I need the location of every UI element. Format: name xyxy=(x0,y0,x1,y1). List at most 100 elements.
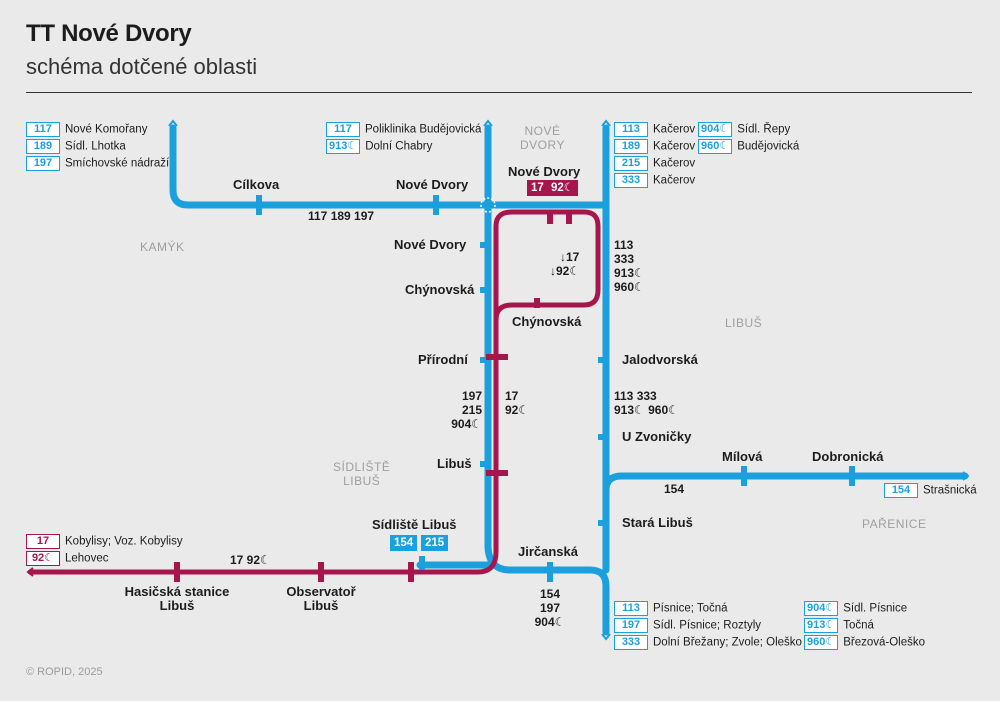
stop-label-u-zvonicky: U Zvoničky xyxy=(622,429,692,444)
destination-row: 197 Smíchovské nádraží xyxy=(26,156,169,171)
bus-line-west xyxy=(169,124,492,209)
line-badge-215: 215 xyxy=(421,535,449,551)
line-number-badge: 117 xyxy=(326,122,360,137)
line-number-badge: 215 xyxy=(614,156,648,171)
lines-east-upper: 113 333 913☾ 960☾ xyxy=(614,238,645,294)
arrow-north-west xyxy=(168,119,178,127)
stop-label-libus: Libuš xyxy=(437,456,472,471)
stop-tick-nove-dvory-tram-b xyxy=(566,212,572,224)
area-libus: LIBUŠ xyxy=(725,316,763,330)
destination-row: 960☾ Březová-Oleško xyxy=(804,635,925,650)
destination-row: 117 Poliklinika Budějovická xyxy=(326,122,481,137)
stop-tick-prirodni-bus xyxy=(480,357,488,363)
stop-tick-stara-libus xyxy=(598,520,606,526)
line-number-badge: 960☾ xyxy=(804,635,839,650)
line-number-badge: 904☾ xyxy=(698,122,733,137)
stop-label-observator: Observatoř Libuš xyxy=(286,584,356,613)
destination-text: Kačerov xyxy=(653,140,696,153)
stop-label-nove-dvory-tram: Nové Dvory xyxy=(508,164,581,179)
stop-label-jircanska: Jirčanská xyxy=(518,544,578,559)
destination-text: Sídl. Řepy xyxy=(737,123,791,136)
line-number-badge: 960☾ xyxy=(698,139,733,154)
lines-east-branch: 154 xyxy=(664,482,685,496)
line-number-badge: 904☾ xyxy=(804,601,839,616)
arrow-west-tram xyxy=(26,567,34,577)
destination-text: Dolní Břežany; Zvole; Oleško xyxy=(653,636,802,649)
lines-top-west: 117 189 197 xyxy=(308,209,375,223)
arrow-south-east xyxy=(601,633,611,641)
stop-label-chynovska-bus: Chýnovská xyxy=(405,282,475,297)
line-badge-17: 17 xyxy=(527,180,548,196)
header-divider xyxy=(26,92,972,93)
destination-text: Sídl. Písnice xyxy=(843,602,908,615)
line-number-badge: 197 xyxy=(26,156,60,171)
lines-mid-tram: 17 92☾ xyxy=(505,389,530,417)
tram-line-main xyxy=(27,209,601,575)
stop-tick-milova xyxy=(741,466,747,486)
area-pabenice: PAŘENICE xyxy=(862,517,927,531)
lines-bottom-south: 154 197 904☾ xyxy=(534,587,566,629)
stop-tick-prirodni-tram xyxy=(486,354,508,360)
line-number-badge: 333 xyxy=(614,173,648,188)
stop-tick-libus-bus xyxy=(480,461,488,467)
junction-marker xyxy=(480,197,496,213)
destination-text: Kobylisy; Voz. Kobylisy xyxy=(65,535,183,548)
stop-label-stara-libus: Stará Libuš xyxy=(622,515,693,530)
destination-text: Kačerov xyxy=(653,123,696,136)
lines-tram-loop-92: ↓92☾ xyxy=(550,264,581,278)
stop-tick-nove-dvory-bus xyxy=(480,242,488,248)
stop-label-nove-dvory-west: Nové Dvory xyxy=(396,177,469,192)
area-sidliste-libus: SÍDLIŠTĚ LIBUŠ xyxy=(333,460,391,488)
stop-tick-dobronicka xyxy=(849,466,855,486)
destination-text: Kačerov xyxy=(653,174,696,187)
dest-group-top-right-b: 904☾ Sídl. Řepy 960☾ Budějovická xyxy=(698,122,799,156)
stop-label-nove-dvory-bus: Nové Dvory xyxy=(394,237,467,252)
line-number-badge: 913☾ xyxy=(326,139,361,154)
page-title: TT Nové Dvory xyxy=(26,20,192,47)
destination-text: Nové Komořany xyxy=(65,123,148,136)
destination-text: Smíchovské nádraží xyxy=(65,157,170,170)
destination-text: Budějovická xyxy=(737,140,800,153)
destination-text: Kačerov xyxy=(653,157,696,170)
line-number-badge: 189 xyxy=(26,139,60,154)
stop-tick-observator xyxy=(318,562,324,582)
arrow-north-east xyxy=(601,119,611,127)
stop-label-dobronicka: Dobronická xyxy=(812,449,884,464)
destination-text: Sídl. Písnice; Roztyly xyxy=(653,619,762,632)
stop-tick-sidliste xyxy=(419,556,425,570)
destination-text: Poliklinika Budějovická xyxy=(365,123,482,136)
stop-tick-sidliste-tram xyxy=(408,562,414,582)
destination-row: 215 Kačerov xyxy=(614,156,695,171)
stop-tick-u-zvonicky xyxy=(598,434,606,440)
arrow-east xyxy=(962,471,970,481)
line-number-badge: 92☾ xyxy=(26,551,60,566)
lines-east-mid-b: 913☾ 960☾ xyxy=(614,403,679,417)
destination-text: Sídl. Lhotka xyxy=(65,140,126,153)
copyright: © ROPID, 2025 xyxy=(26,666,103,678)
stop-label-hasicska: Hasičská stanice Libuš xyxy=(124,584,230,613)
destination-text: Březová-Oleško xyxy=(843,636,926,649)
stop-tick-libus-tram xyxy=(486,470,508,476)
area-kamyk: KAMÝK xyxy=(140,240,185,254)
destination-text: Písnice; Točná xyxy=(653,602,728,615)
stop-label-jalodvorska: Jalodvorská xyxy=(622,352,698,367)
stop-label-sidliste-libus: Sídliště Libuš xyxy=(372,517,457,532)
stop-tick-jalodvorska xyxy=(598,357,606,363)
stop-label-milova: Mílová xyxy=(722,449,763,464)
arrow-north-center xyxy=(483,119,493,127)
lines-bottom-tram: 17 92☾ xyxy=(230,553,271,567)
destination-text: Strašnická xyxy=(923,484,977,497)
stop-tick-nove-dvory-w xyxy=(433,195,439,215)
stop-tick-chynovska-bus xyxy=(480,287,488,293)
